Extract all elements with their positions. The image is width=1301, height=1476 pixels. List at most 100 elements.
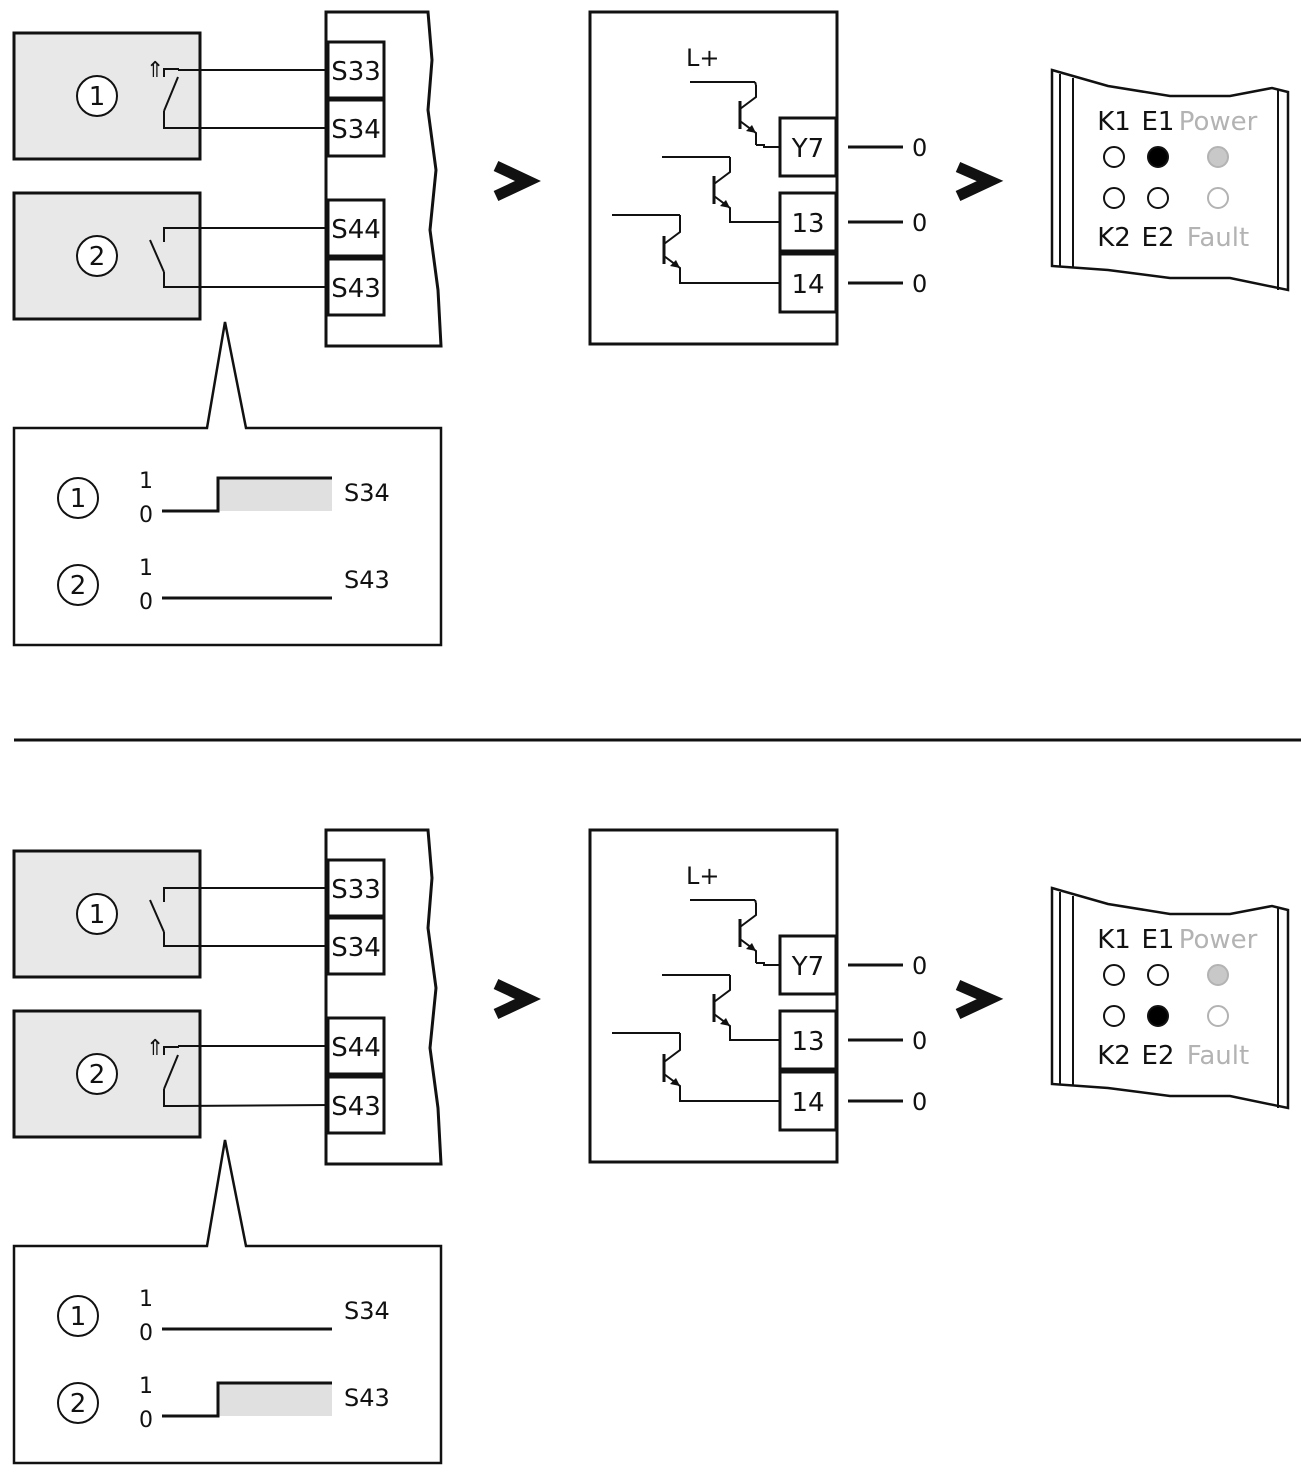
- terminal-label-S44: S44: [331, 215, 381, 245]
- led-k2: [1103, 1005, 1125, 1027]
- output-label-Y7: Y7: [791, 952, 824, 982]
- device-1-number-circle: [76, 893, 118, 935]
- timing-2-signal-name: S43: [344, 566, 390, 594]
- led-label-power: Power: [1179, 925, 1258, 955]
- output-terminal-14: [778, 1070, 838, 1132]
- output-label-14: 14: [791, 270, 824, 300]
- led-fault: [1207, 1005, 1229, 1027]
- timing-1-number-circle: [57, 1295, 99, 1337]
- transistor-1-arrow: [746, 125, 756, 133]
- transistor-2: [712, 978, 731, 1038]
- led-e1: [1147, 964, 1169, 986]
- led-label-k1: K1: [1097, 107, 1131, 137]
- timing-2-low-label: 0: [139, 1408, 153, 1433]
- led-e2: [1147, 187, 1169, 209]
- transistor-2-arrow: [720, 1018, 730, 1026]
- terminal-label-S34: S34: [331, 115, 381, 145]
- timing-2-signal-name: S43: [344, 1384, 390, 1412]
- terminal-S34: [326, 916, 386, 976]
- led-k2: [1103, 187, 1125, 209]
- input-device-1: 1⇑: [12, 31, 330, 161]
- timing-2-low-label: 0: [139, 590, 153, 615]
- output-label-Y7: Y7: [791, 134, 824, 164]
- input-device-2: 2⇑: [12, 1009, 331, 1139]
- transistor-3: [662, 220, 681, 280]
- device-2-number: 2: [76, 235, 118, 277]
- transistor-2-collector: [713, 978, 731, 1003]
- terminal-label-S43: S43: [331, 274, 381, 304]
- led-label-fault: Fault: [1187, 1041, 1249, 1071]
- timing-1-number-circle: [57, 477, 99, 519]
- terminal-S43: [326, 257, 386, 317]
- timing-1-signal: [162, 476, 332, 513]
- led-label-k2: K2: [1097, 1041, 1131, 1071]
- supply-join: [754, 899, 757, 904]
- timing-2-number-text: 2: [70, 1389, 87, 1419]
- timing-2-high-label: 1: [139, 556, 153, 581]
- device-1-contact-blade: [149, 899, 165, 933]
- output-state-14: 0: [912, 1088, 927, 1116]
- timing-1-signal-name: S34: [344, 1297, 390, 1325]
- terminal-label-S33: S33: [331, 57, 381, 87]
- arrow-2-icon: [955, 979, 1004, 1019]
- timing-2-number: 2: [57, 1382, 99, 1424]
- output-state-Y7: 0: [912, 952, 927, 980]
- led-label-e2: E2: [1142, 223, 1175, 253]
- output-label-14: 14: [791, 1088, 824, 1118]
- transistor-1-arrow: [746, 943, 756, 951]
- led-panel-outline: [1050, 886, 1290, 1110]
- device-2-contact-blade: [149, 239, 165, 273]
- transistor-1-to-y7: [756, 962, 780, 966]
- led-e2: [1147, 1005, 1169, 1027]
- terminal-S43: [326, 1075, 386, 1135]
- device-2-number-circle: [76, 235, 118, 277]
- timing-1-high-fill: [218, 478, 332, 511]
- device-1-number-text: 1: [89, 82, 106, 112]
- transistor-1-collector: [739, 85, 757, 110]
- timing-2-high-fill: [218, 1383, 332, 1416]
- led-power: [1207, 964, 1229, 986]
- transistor-3-arrow: [670, 1078, 680, 1086]
- device-2-actuator-icon: ⇑: [146, 1036, 164, 1061]
- led-label-e1: E1: [1142, 925, 1175, 955]
- led-panel-outline: [1050, 68, 1290, 292]
- terminal-S34: [326, 98, 386, 158]
- led-label-k1: K1: [1097, 925, 1131, 955]
- timing-2-number: 2: [57, 564, 99, 606]
- output-state-13: 0: [912, 209, 927, 237]
- transistor-3: [662, 1038, 681, 1098]
- timing-1-low-label: 0: [139, 1321, 153, 1346]
- device-2-contact-top: [163, 227, 330, 242]
- device-2-number: 2: [76, 1053, 118, 1095]
- transistor-1: [738, 903, 757, 963]
- device-2-contact-bottom: [163, 272, 330, 288]
- led-label-e1: E1: [1142, 107, 1175, 137]
- device-1-contact-bottom: [163, 111, 178, 129]
- led-label-e2: E2: [1142, 1041, 1175, 1071]
- output-terminal-Y7: [778, 116, 838, 178]
- terminal-label-S44: S44: [331, 1033, 381, 1063]
- led-power: [1207, 146, 1229, 168]
- led-label-fault: Fault: [1187, 223, 1249, 253]
- transistor-3-to-14: [679, 1098, 780, 1102]
- device-1-number-circle: [76, 75, 118, 117]
- led-fault: [1207, 187, 1229, 209]
- device-2-number-text: 2: [89, 242, 106, 272]
- output-label-13: 13: [791, 209, 824, 239]
- device-2-number-circle: [76, 1053, 118, 1095]
- terminal-S33: [326, 858, 386, 918]
- output-state-14: 0: [912, 270, 927, 298]
- output-label-13: 13: [791, 1027, 824, 1057]
- timing-2-high-label: 1: [139, 1374, 153, 1399]
- timing-1-number-text: 1: [70, 1302, 87, 1332]
- transistor-1: [738, 85, 757, 145]
